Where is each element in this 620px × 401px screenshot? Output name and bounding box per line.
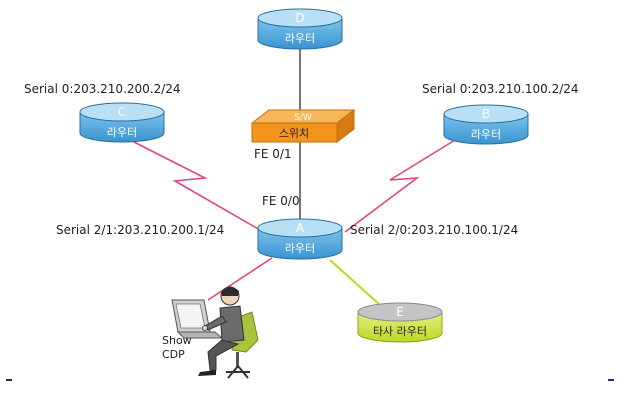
person-at-pc (171, 286, 259, 379)
show-cdp-line1: Show (162, 334, 192, 347)
router-d-label: 라우터 (285, 32, 315, 45)
link-a-pc (207, 257, 273, 301)
router-e: E 타사 라우터 (357, 302, 443, 343)
router-a-label: 라우터 (285, 242, 315, 255)
switch-label: 스위치 (279, 127, 309, 140)
link-b-a-serial (344, 139, 456, 233)
switch-fe-label: FE 0/1 (254, 147, 292, 161)
router-e-label: 타사 라우터 (373, 325, 427, 338)
router-b-serial-label: Serial 0:203.210.100.2/24 (422, 82, 579, 96)
router-b: B 라우터 (443, 104, 529, 145)
router-a-serial-left-label: Serial 2/1:203.210.200.1/24 (56, 223, 225, 237)
router-b-label: 라우터 (471, 128, 501, 141)
router-e-letter: E (396, 305, 404, 319)
router-d-letter: D (295, 11, 304, 25)
link-c-a-serial (129, 139, 261, 231)
router-c-letter: C (118, 105, 126, 119)
router-c-serial-label: Serial 0:203.210.200.2/24 (24, 82, 181, 96)
router-a-letter: A (296, 221, 305, 235)
router-a-fe-label: FE 0/0 (262, 194, 300, 208)
router-b-letter: B (482, 107, 490, 121)
switch-top-label: S/W (294, 113, 312, 123)
router-a-serial-right-label: Serial 2/0:203.210.100.1/24 (350, 223, 519, 237)
router-c: C 라우터 (79, 102, 165, 143)
link-a-e (329, 259, 381, 306)
router-a: A 라우터 (257, 218, 343, 260)
show-cdp-line2: CDP (162, 348, 185, 361)
router-d: D 라우터 (257, 8, 343, 50)
switch: S/W 스위치 (250, 108, 356, 144)
router-c-label: 라우터 (107, 126, 137, 139)
